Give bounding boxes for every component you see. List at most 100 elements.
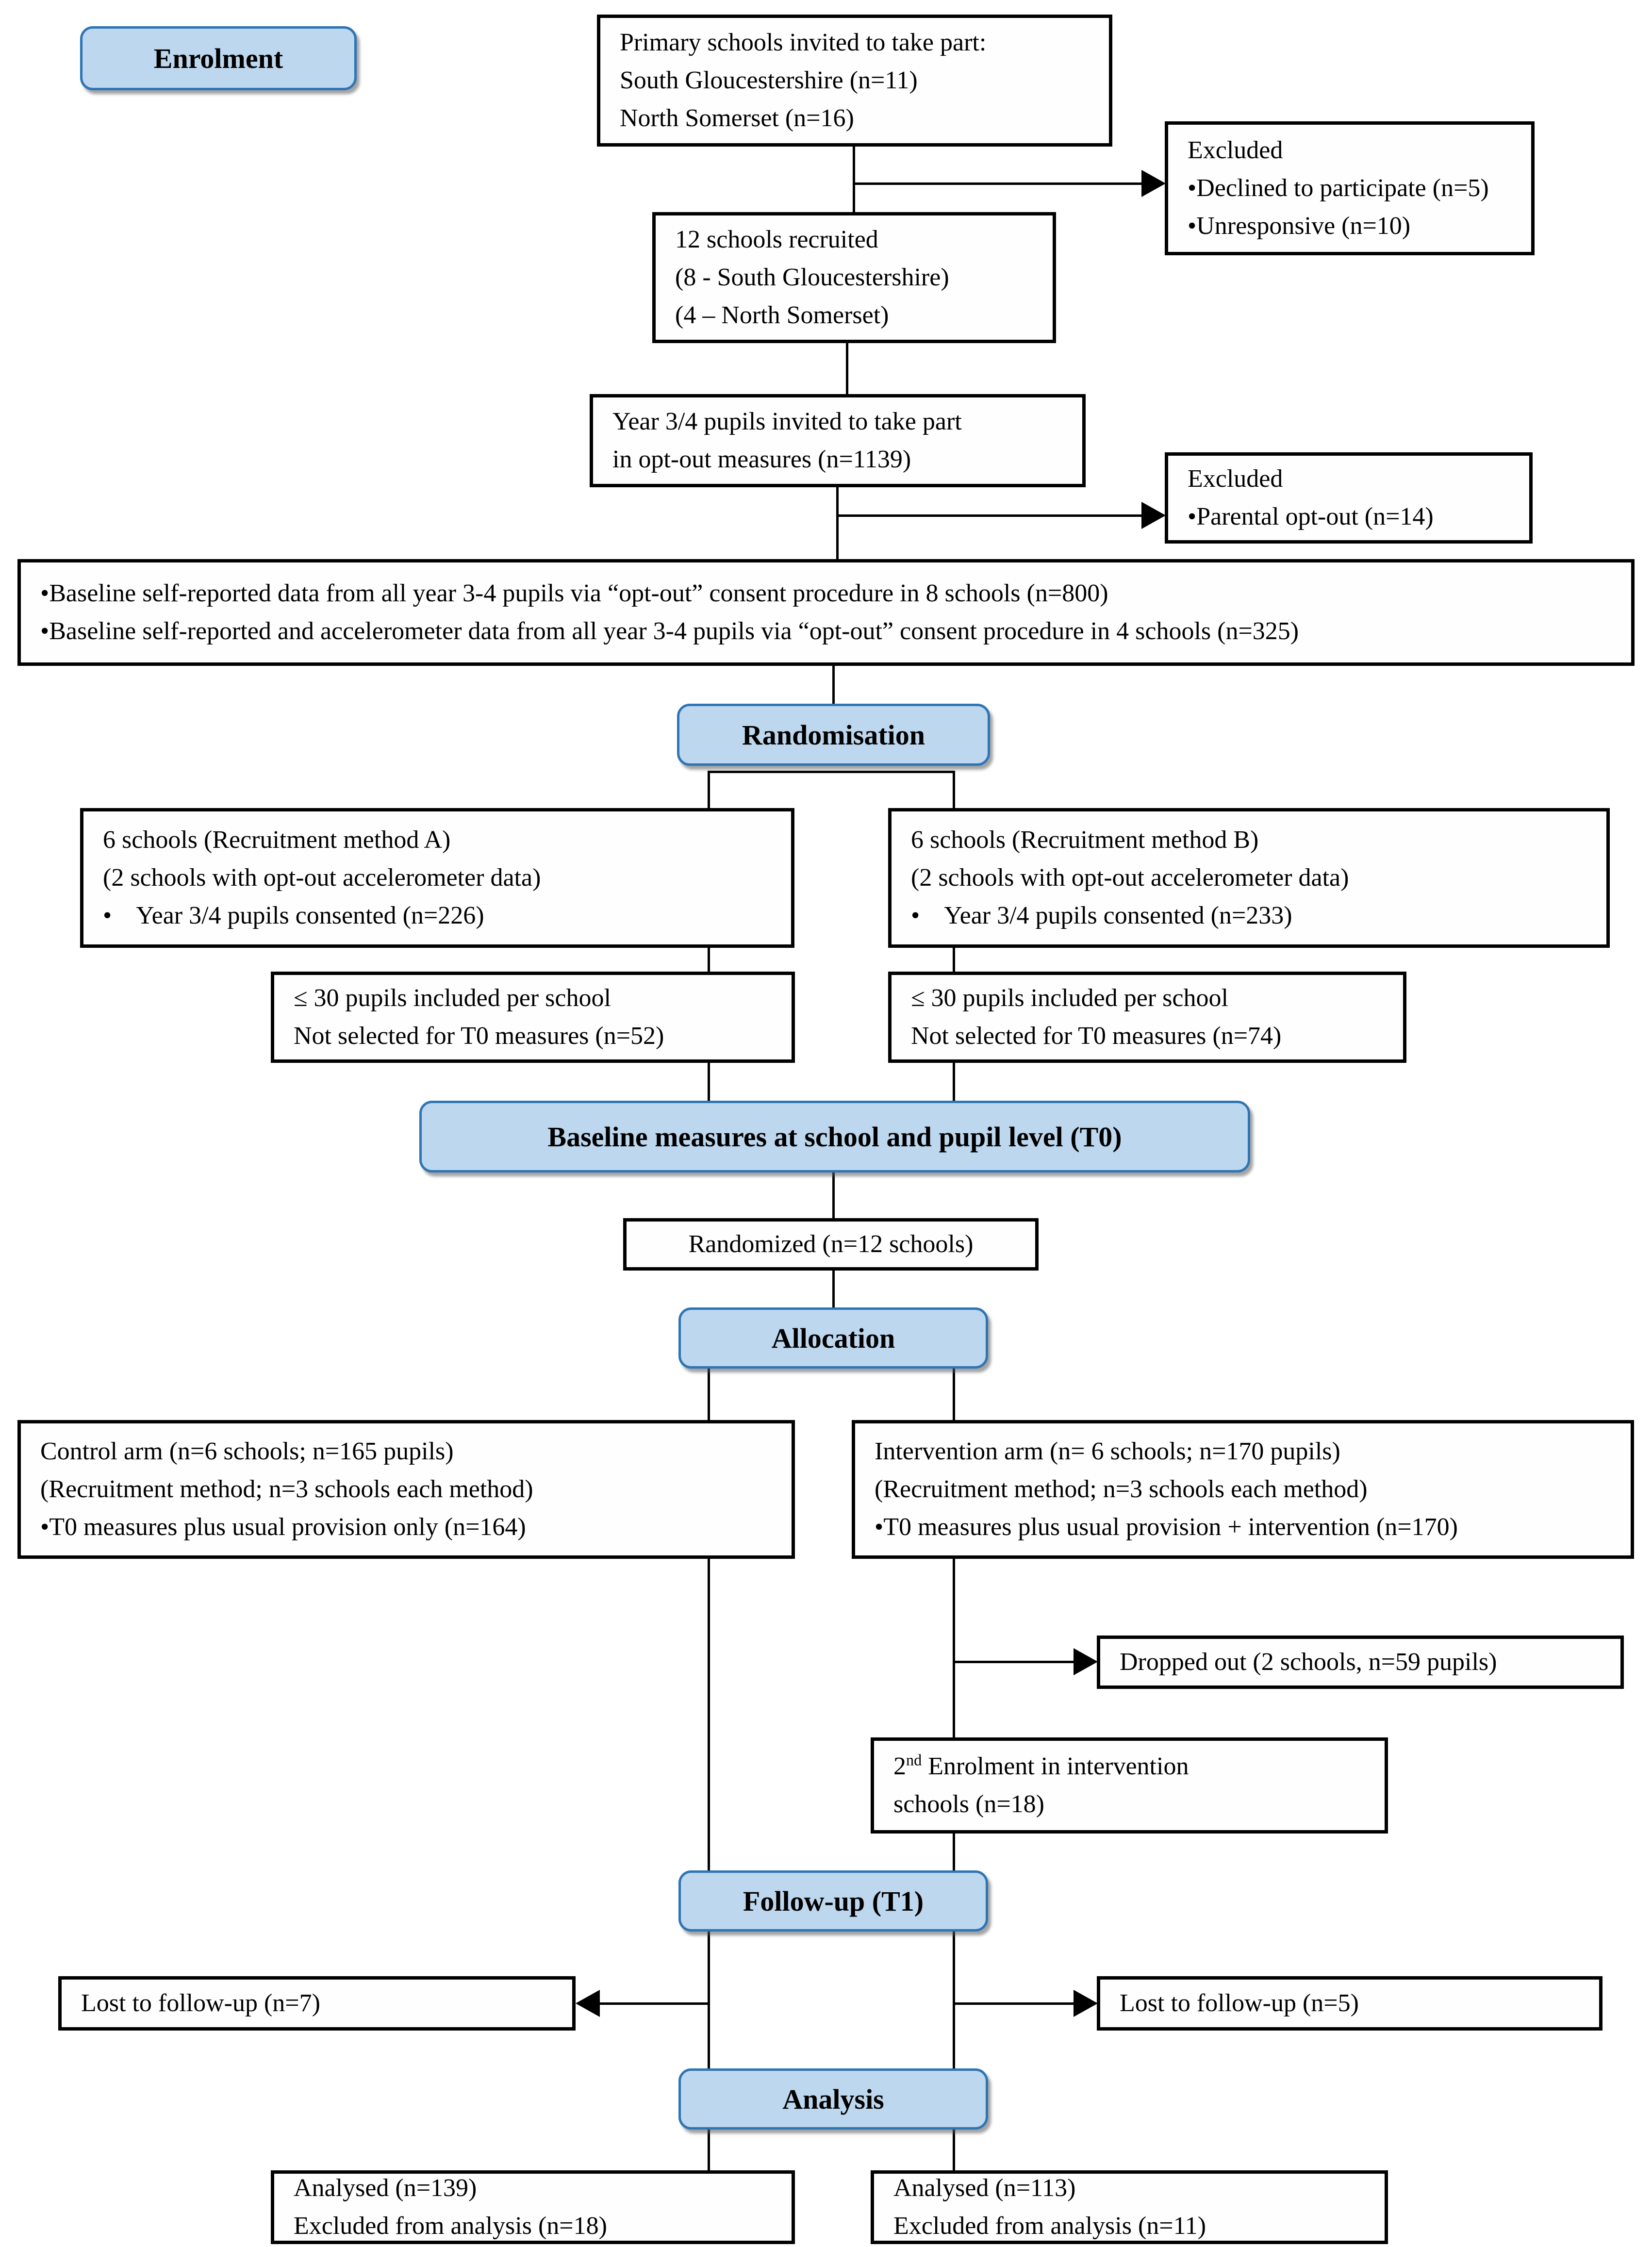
text-line: Analysed (n=113): [893, 2174, 1076, 2202]
text-line: ≤ 30 pupils included per school: [911, 984, 1228, 1012]
arrowhead-right-icon: [1141, 502, 1166, 529]
connector-line: [853, 147, 855, 213]
text-line: ≤ 30 pupils included per school: [294, 984, 611, 1012]
text-line: 6 schools (Recruitment method B): [911, 826, 1259, 854]
box-analysed-control: Analysed (n=139) Excluded from analysis …: [271, 2170, 795, 2244]
stage-badge-analysis: Analysis: [678, 2068, 988, 2130]
box-lost-follow-up-intervention: Lost to follow-up (n=5): [1097, 1976, 1602, 2031]
box-not-selected-t0-b: ≤ 30 pupils included per school Not sele…: [888, 972, 1406, 1063]
box-lost-follow-up-control: Lost to follow-up (n=7): [58, 1976, 576, 2031]
connector-line: [846, 342, 848, 396]
text-line: Excluded from analysis (n=18): [294, 2212, 607, 2240]
box-dropped-out: Dropped out (2 schools, n=59 pupils): [1097, 1636, 1624, 1689]
text-line: • Year 3/4 pupils consented (n=233): [911, 902, 1292, 929]
text-line: Intervention arm (n= 6 schools; n=170 pu…: [875, 1437, 1340, 1465]
box-excluded-pupils: Excluded •Parental opt-out (n=14): [1165, 452, 1533, 544]
text-line: (2 schools with opt-out accelerometer da…: [103, 864, 541, 892]
text-line: 6 schools (Recruitment method A): [103, 826, 451, 854]
stage-label: Allocation: [771, 1322, 895, 1354]
connector-line: [708, 1368, 710, 1422]
arrowhead-left-icon: [576, 1990, 600, 2017]
box-not-selected-t0-a: ≤ 30 pupils included per school Not sele…: [271, 972, 795, 1063]
connector-line: [836, 486, 839, 560]
stage-label: Enrolment: [153, 42, 283, 74]
text-line: •Unresponsive (n=10): [1188, 212, 1411, 240]
text-line: (4 – North Somerset): [675, 301, 889, 329]
text-line: Lost to follow-up (n=5): [1120, 1989, 1359, 2017]
stage-badge-follow-up: Follow-up (T1): [678, 1870, 988, 1932]
text-line: North Somerset (n=16): [620, 104, 854, 132]
connector-line: [953, 771, 955, 810]
connector-line: [953, 1661, 1075, 1663]
text-line: Year 3/4 pupils invited to take part: [612, 408, 962, 435]
connector-line: [853, 182, 1144, 185]
connector-line: [832, 1172, 835, 1218]
stage-label: Baseline measures at school and pupil le…: [547, 1121, 1122, 1153]
text-line: Not selected for T0 measures (n=52): [294, 1022, 664, 1050]
connector-line: [708, 947, 710, 974]
text-line: 12 schools recruited: [675, 226, 878, 253]
connector-line: [832, 665, 835, 706]
text-line: Dropped out (2 schools, n=59 pupils): [1120, 1648, 1497, 1676]
text-line: Lost to follow-up (n=7): [81, 1989, 320, 2017]
connector-line: [953, 1932, 955, 2069]
connector-line: [953, 947, 955, 974]
connector-line: [953, 1833, 955, 1872]
superscript: nd: [906, 1751, 922, 1769]
stage-badge-allocation: Allocation: [678, 1307, 988, 1369]
connector-line: [599, 2002, 710, 2005]
connector-line: [953, 1062, 955, 1103]
text-part: 2: [893, 1752, 906, 1780]
text-line: (Recruitment method; n=3 schools each me…: [875, 1475, 1368, 1503]
box-intervention-arm: Intervention arm (n= 6 schools; n=170 pu…: [852, 1420, 1634, 1559]
text-line: Not selected for T0 measures (n=74): [911, 1022, 1282, 1050]
connector-line: [953, 2130, 955, 2171]
box-recruitment-method-b: 6 schools (Recruitment method B) (2 scho…: [888, 808, 1610, 948]
arrowhead-right-icon: [1141, 170, 1166, 197]
text-line: • Year 3/4 pupils consented (n=226): [103, 902, 484, 929]
text-line: in opt-out measures (n=1139): [612, 446, 911, 473]
stage-badge-baseline-t0: Baseline measures at school and pupil le…: [419, 1101, 1250, 1173]
box-baseline-data: •Baseline self-reported data from all ye…: [17, 559, 1635, 666]
stage-label: Randomisation: [742, 719, 925, 751]
connector-line: [953, 1558, 955, 1739]
box-schools-recruited: 12 schools recruited (8 - South Gloucest…: [652, 212, 1056, 343]
box-schools-invited: Primary schools invited to take part: So…: [597, 15, 1112, 147]
connector-line: [708, 1558, 710, 1872]
text-line: Excluded: [1188, 136, 1283, 164]
text-line: •Declined to participate (n=5): [1188, 174, 1489, 202]
connector-line: [836, 514, 1143, 517]
text-line: (2 schools with opt-out accelerometer da…: [911, 864, 1349, 892]
text-line: Control arm (n=6 schools; n=165 pupils): [40, 1437, 454, 1465]
arrowhead-right-icon: [1074, 1648, 1098, 1675]
text-line: •T0 measures plus usual provision only (…: [40, 1513, 526, 1541]
text-line: Excluded from analysis (n=11): [893, 2212, 1206, 2240]
text-part: Enrolment in intervention: [922, 1752, 1189, 1780]
connector-line: [708, 771, 710, 810]
box-recruitment-method-a: 6 schools (Recruitment method A) (2 scho…: [80, 808, 794, 948]
text-line: •Baseline self-reported data from all ye…: [40, 579, 1108, 607]
text-line: Analysed (n=139): [294, 2174, 477, 2202]
text-line: •Parental opt-out (n=14): [1188, 503, 1434, 530]
connector-line: [708, 1932, 710, 2069]
text-line: Randomized (n=12 schools): [688, 1230, 974, 1258]
connector-line: [708, 2130, 710, 2171]
box-randomized: Randomized (n=12 schools): [623, 1218, 1039, 1271]
text-line: South Gloucestershire (n=11): [620, 66, 918, 94]
stage-label: Analysis: [782, 2083, 884, 2115]
connector-line: [832, 1268, 835, 1309]
text-line: Primary schools invited to take part:: [620, 29, 987, 56]
box-analysed-intervention: Analysed (n=113) Excluded from analysis …: [871, 2170, 1388, 2244]
stage-badge-enrolment: Enrolment: [80, 26, 357, 90]
connector-line: [953, 2002, 1075, 2005]
box-excluded-schools: Excluded •Declined to participate (n=5) …: [1165, 121, 1535, 255]
text-line: schools (n=18): [893, 1790, 1044, 1818]
connector-line: [708, 771, 955, 773]
text-line: •T0 measures plus usual provision + inte…: [875, 1513, 1458, 1541]
text-line: (Recruitment method; n=3 schools each me…: [40, 1475, 533, 1503]
box-control-arm: Control arm (n=6 schools; n=165 pupils) …: [17, 1420, 795, 1559]
connector-line: [708, 1062, 710, 1103]
stage-badge-randomisation: Randomisation: [677, 704, 990, 766]
text-line: 2nd Enrolment in intervention: [893, 1748, 1373, 1785]
stage-label: Follow-up (T1): [743, 1885, 924, 1917]
